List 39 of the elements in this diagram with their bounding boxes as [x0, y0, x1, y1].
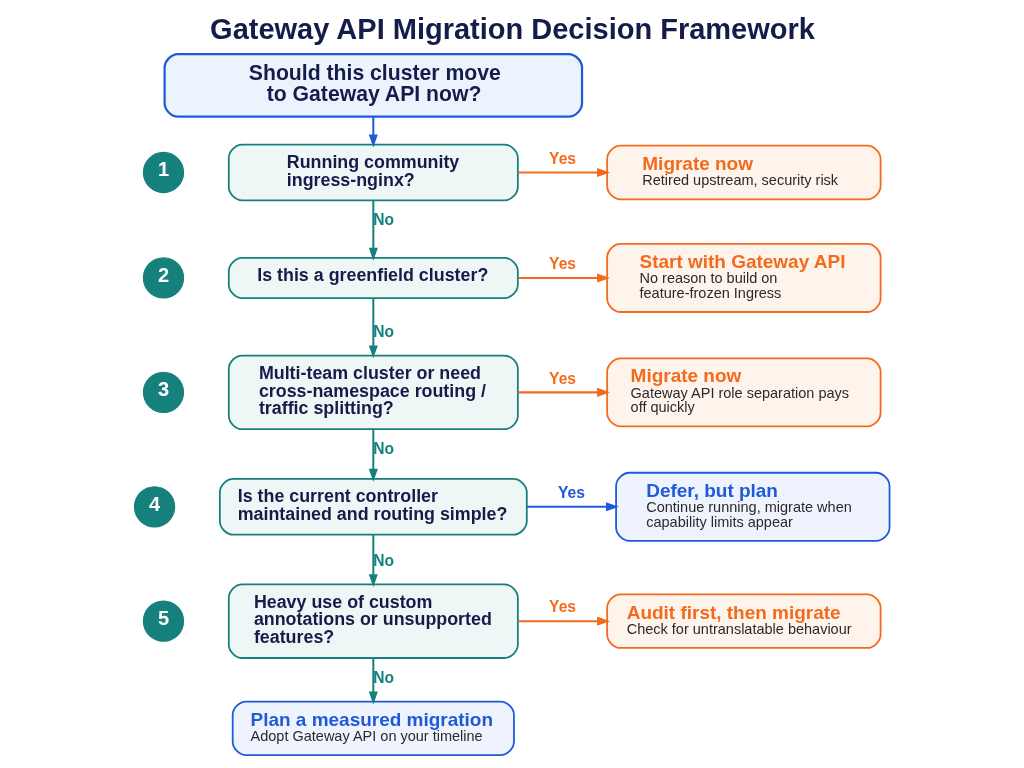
edge-label: Yes [549, 149, 577, 167]
node-box: Audit first, then migrate Check for untranslatable behaviour [606, 593, 882, 649]
node-box: Migrate now Gateway API role separation pays off quickly [606, 357, 882, 428]
arrow [518, 273, 611, 283]
node-box: Is this a greenfield cluster? [227, 257, 519, 299]
edge-label: No [373, 211, 395, 229]
node-circle: 2 [142, 257, 185, 299]
node-box: Migrate now Retired upstream, security risk [606, 144, 882, 201]
node-box: Is the current controller maintained and routing simple? [218, 477, 528, 536]
arrow [368, 116, 378, 148]
node-box: Multi-team cluster or need cross-namespace routing / traffic splitting? [227, 354, 519, 431]
arrow [368, 429, 378, 482]
node-box: Defer, but plan Continue running, migrate when capability limits appear [615, 471, 891, 542]
node-circle: 1 [142, 151, 185, 194]
node-circle: 3 [142, 371, 185, 413]
arrow [368, 658, 378, 705]
arrow [368, 200, 378, 261]
arrow [518, 387, 611, 397]
arrow [527, 502, 619, 512]
node-box: Start with Gateway API No reason to build on feature-frozen Ingress [606, 243, 882, 313]
node-box: Heavy use of custom annotations or unsupported features? [227, 583, 519, 659]
node-box: Should this cluster move to Gateway API now? [163, 53, 584, 118]
edge-label: No [373, 322, 395, 340]
edge-label: Yes [549, 255, 577, 273]
arrow [368, 534, 378, 588]
arrow [518, 167, 611, 178]
node-circle: 5 [142, 600, 185, 642]
edge-label: Yes [549, 369, 577, 387]
edge-label: No [373, 439, 395, 457]
arrow [368, 298, 378, 359]
diagram-title: Gateway API Migration Decision Framework [210, 13, 815, 46]
edge-label: No [373, 551, 395, 569]
node-box: Plan a measured migration Adopt Gateway API on your timeline [231, 700, 515, 756]
arrow [518, 616, 611, 626]
node-circle: 4 [133, 486, 176, 528]
edge-label: No [373, 668, 395, 686]
edge-label: Yes [549, 598, 577, 616]
edge-label: Yes [558, 484, 585, 502]
node-box: Running community ingress-nginx? [227, 143, 519, 202]
